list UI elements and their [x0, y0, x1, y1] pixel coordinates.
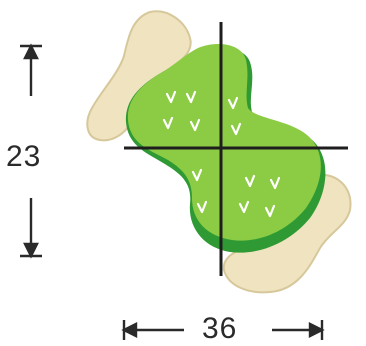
arrow-down-icon [25, 244, 37, 256]
arrow-left-icon [124, 324, 136, 336]
vertical-dimension-label: 23 [6, 140, 41, 174]
arrow-up-icon [25, 46, 37, 58]
arrow-right-icon [310, 324, 322, 336]
horizontal-dimension-label: 36 [202, 312, 237, 346]
